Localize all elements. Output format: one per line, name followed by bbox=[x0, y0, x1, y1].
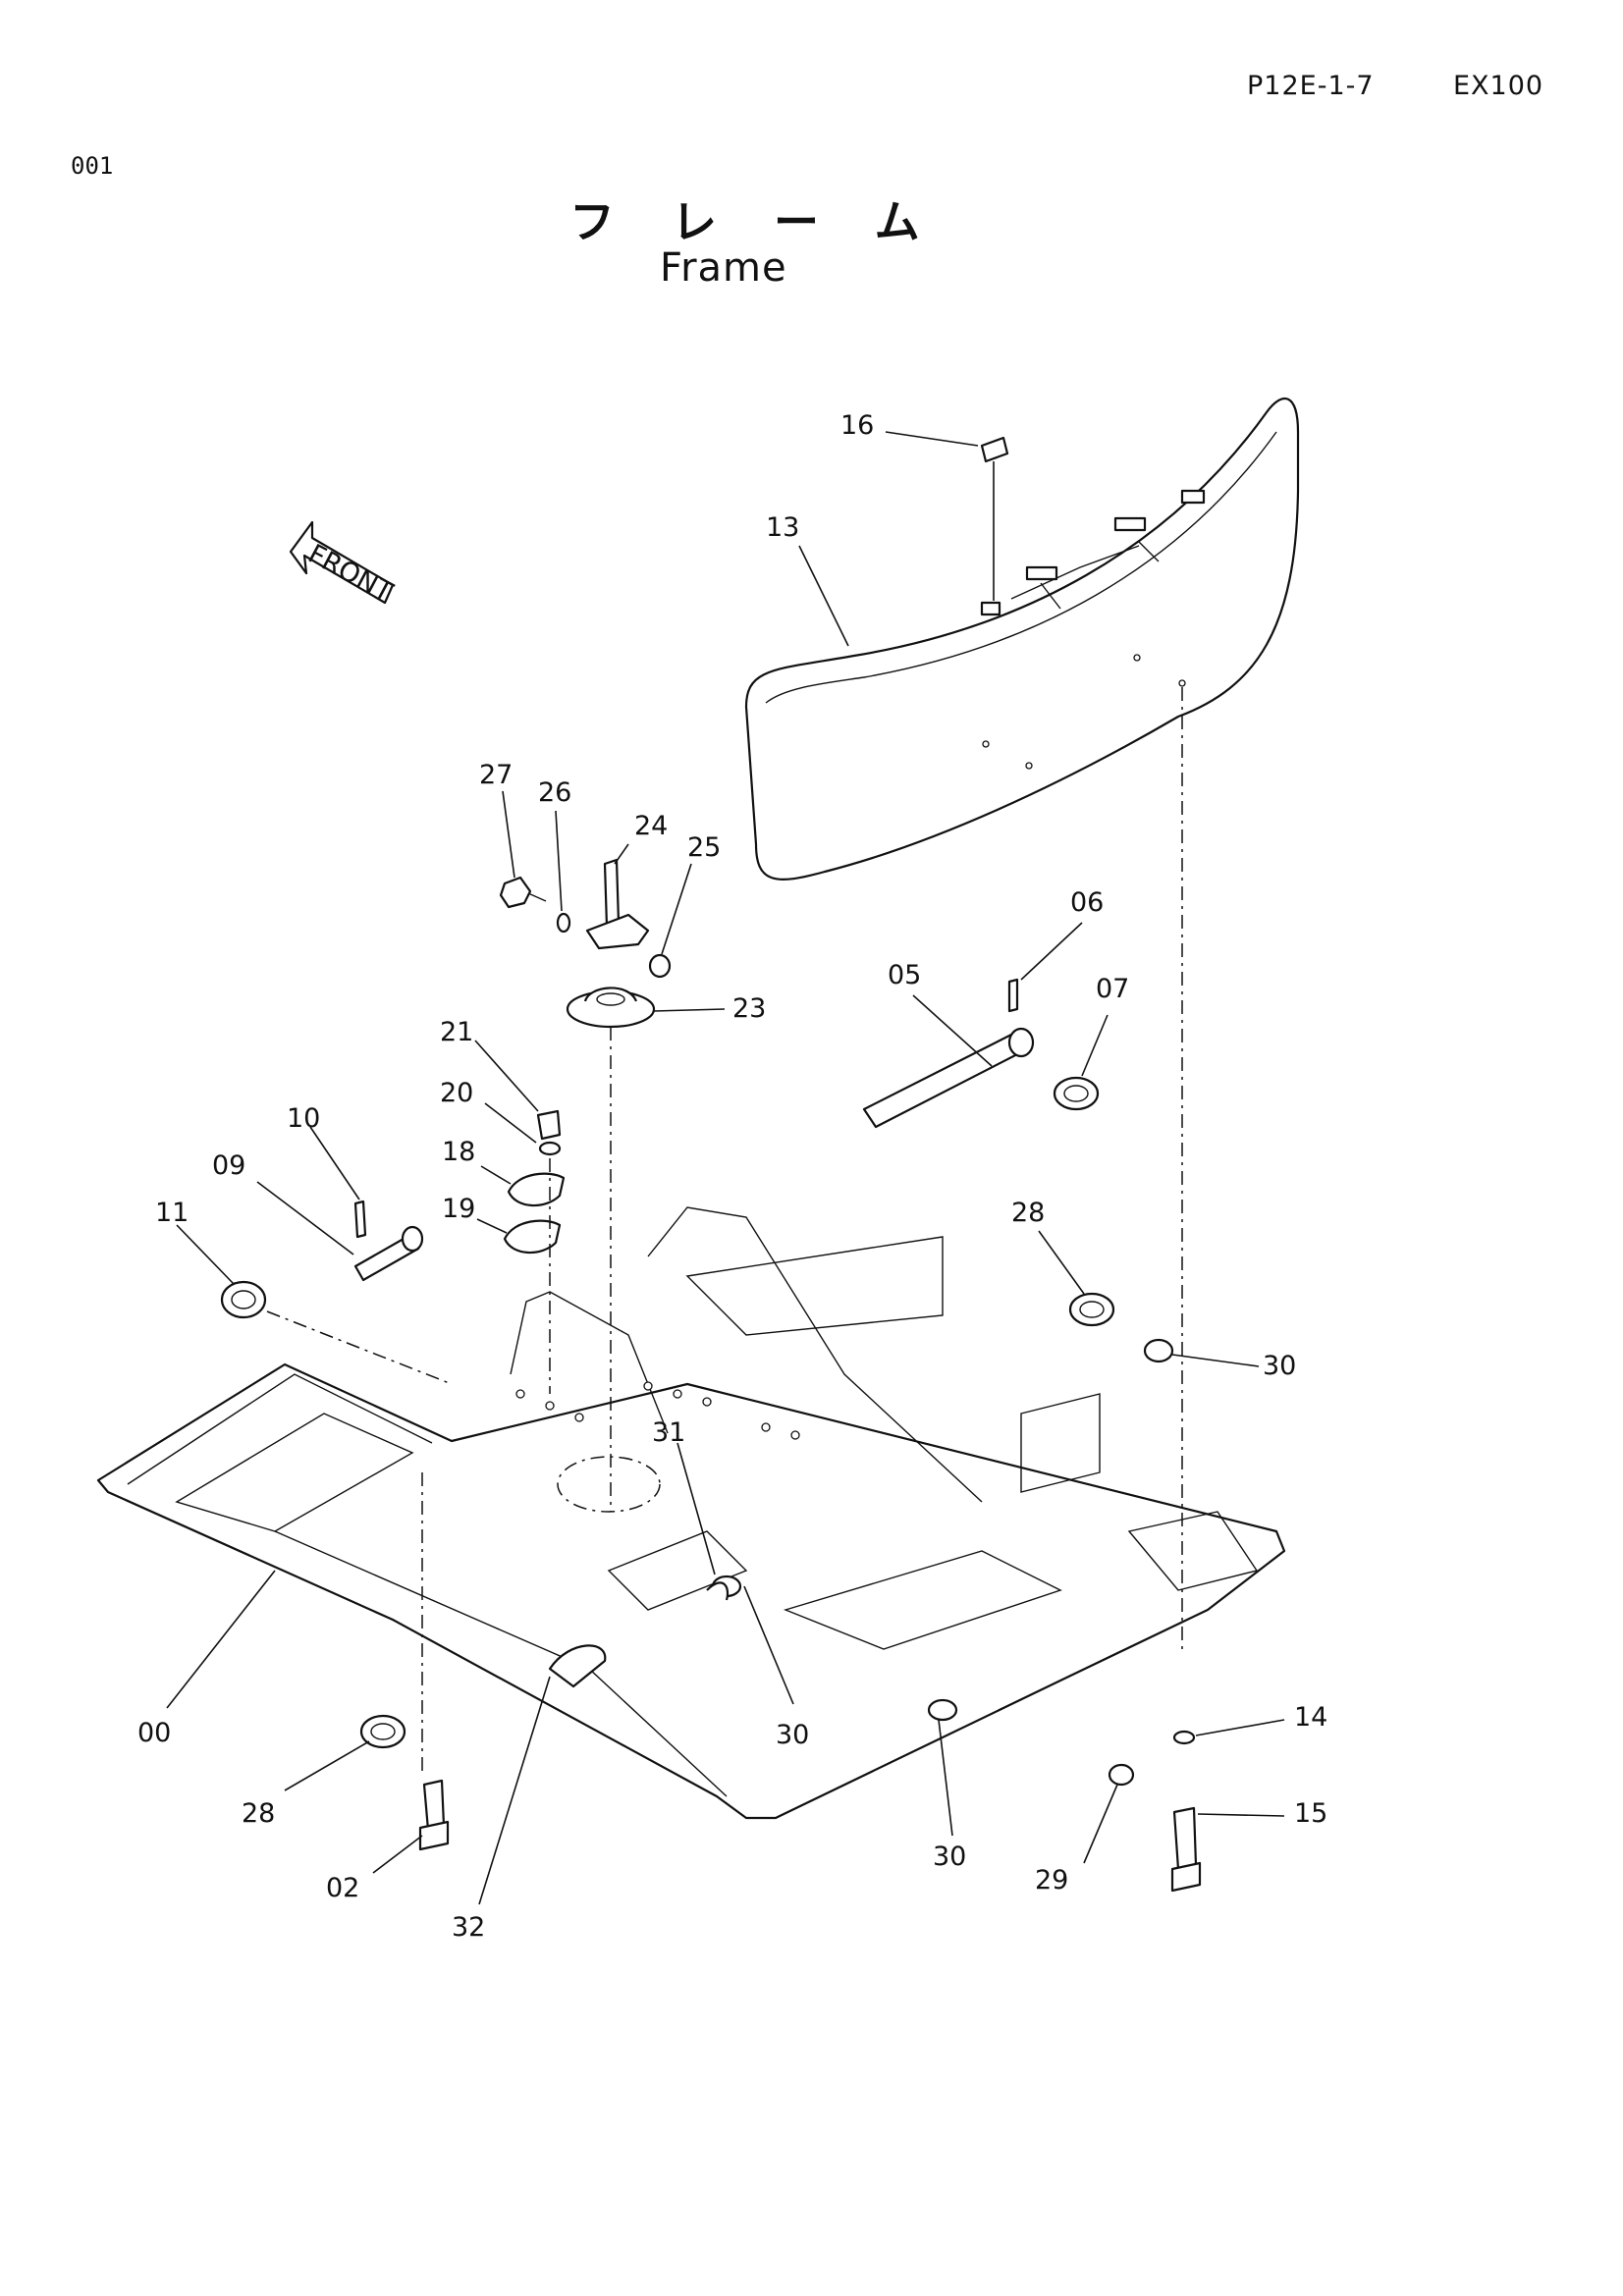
callout-21: 21 bbox=[440, 1017, 473, 1047]
small-parts bbox=[359, 1292, 1202, 1893]
callout-06: 06 bbox=[1070, 887, 1104, 918]
front-label: FRONT bbox=[303, 539, 398, 609]
parts-18-21-plates bbox=[503, 1109, 566, 1255]
callout-28-upper: 28 bbox=[1011, 1198, 1045, 1228]
part-28-upper bbox=[1068, 1292, 1115, 1327]
front-arrow: FRONT bbox=[289, 520, 398, 609]
callout-20: 20 bbox=[440, 1078, 473, 1108]
callout-11: 11 bbox=[155, 1198, 189, 1228]
callout-00: 00 bbox=[137, 1718, 171, 1748]
title-english: Frame bbox=[660, 245, 787, 291]
callout-15: 15 bbox=[1294, 1798, 1327, 1829]
callout-25: 25 bbox=[687, 832, 721, 863]
callout-23: 23 bbox=[732, 993, 766, 1024]
callout-10: 10 bbox=[287, 1103, 320, 1134]
part-00-main-frame bbox=[96, 1206, 1286, 1820]
part-29 bbox=[1108, 1763, 1135, 1787]
callout-29: 29 bbox=[1035, 1865, 1068, 1896]
leader-lines bbox=[166, 431, 1285, 1905]
parts-05-07-pin bbox=[862, 978, 1100, 1129]
lift-eye-1 bbox=[980, 601, 1001, 616]
parts-24-27-bracket-assembly bbox=[499, 858, 672, 979]
callout-18: 18 bbox=[442, 1137, 475, 1167]
part-14-washer bbox=[1172, 1730, 1196, 1745]
callout-05: 05 bbox=[888, 960, 921, 990]
callout-31: 31 bbox=[652, 1417, 685, 1448]
callout-26: 26 bbox=[538, 777, 571, 808]
callout-13: 13 bbox=[766, 512, 799, 543]
callout-30-upper: 30 bbox=[1263, 1351, 1296, 1381]
lift-eye-2 bbox=[1025, 565, 1058, 581]
callout-09: 09 bbox=[212, 1150, 245, 1181]
callout-27: 27 bbox=[479, 760, 513, 790]
callout-30-lower: 30 bbox=[933, 1842, 966, 1872]
page-code: P12E-1-7 bbox=[1247, 71, 1375, 101]
model-label: EX100 bbox=[1453, 71, 1544, 101]
callout-labels: 16 13 27 26 24 25 06 05 07 23 21 20 10 1… bbox=[137, 410, 1327, 1943]
parts-09-11-pins bbox=[220, 1200, 424, 1319]
lift-eye-4 bbox=[1180, 489, 1206, 505]
title-japanese: フレーム bbox=[569, 195, 977, 248]
lift-eye-3 bbox=[1113, 516, 1147, 532]
callout-30-middle: 30 bbox=[776, 1720, 809, 1750]
part-23-dome bbox=[566, 987, 656, 1029]
part-13-counterweight bbox=[744, 397, 1300, 881]
callout-32: 32 bbox=[452, 1912, 485, 1943]
part-15-bolt bbox=[1172, 1806, 1198, 1871]
callout-24: 24 bbox=[634, 811, 668, 841]
callout-19: 19 bbox=[442, 1194, 475, 1224]
callout-28-lower: 28 bbox=[242, 1798, 275, 1829]
part-28-lower bbox=[359, 1714, 406, 1749]
callout-02: 02 bbox=[326, 1873, 359, 1903]
callout-07: 07 bbox=[1096, 974, 1129, 1004]
assembly-lines bbox=[266, 687, 1183, 1777]
callout-16: 16 bbox=[840, 410, 874, 441]
part-30-upper bbox=[1143, 1338, 1174, 1363]
sheet-number: 001 bbox=[71, 152, 114, 180]
callout-14: 14 bbox=[1294, 1702, 1327, 1733]
part-16-cap bbox=[980, 436, 1009, 601]
